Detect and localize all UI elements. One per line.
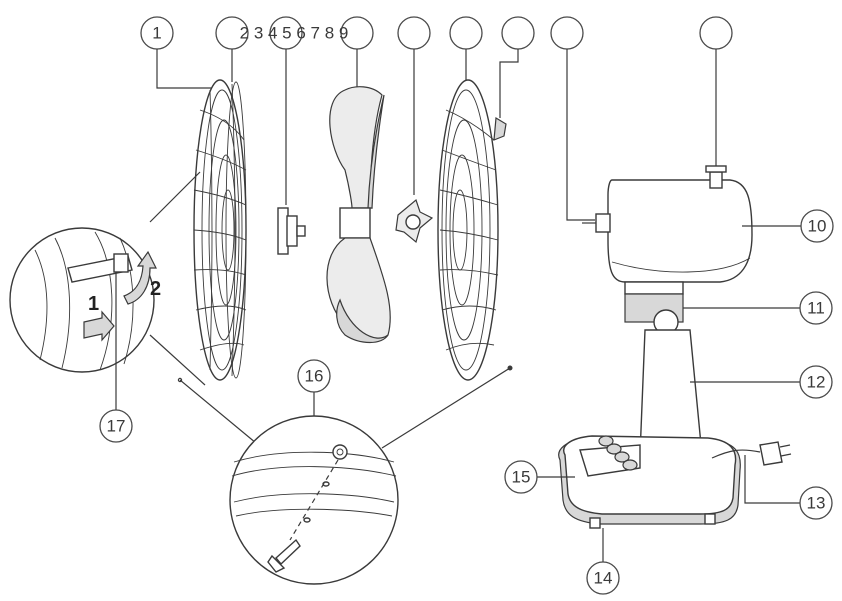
step-1-label: 1 (88, 293, 99, 315)
callout-15: 15 (504, 460, 538, 494)
latch-detail-inset: 1 2 (9, 171, 206, 386)
callout-17-label: 17 (107, 417, 126, 436)
step-2-label: 2 (150, 278, 161, 300)
callout-11-label: 11 (807, 299, 825, 318)
callout-14-label: 14 (594, 569, 613, 588)
callout-12: 12 (799, 365, 833, 399)
front-grille (437, 79, 507, 381)
callout-blank-d (550, 16, 584, 50)
callout-15-label: 15 (512, 468, 531, 487)
callout-13-label: 13 (807, 494, 826, 513)
callout-2-9: 2 3 4 5 6 7 8 9 (215, 16, 374, 50)
callout-16: 16 (297, 359, 331, 393)
callout-10-label: 10 (808, 217, 827, 236)
leader-1 (156, 49, 212, 89)
screw-detail-inset (177, 365, 513, 585)
callout-16-label: 16 (305, 367, 324, 386)
fan-base (558, 435, 741, 529)
callout-12-label: 12 (807, 373, 826, 392)
blade-nut (395, 198, 434, 244)
swivel-joint (624, 281, 684, 335)
spinner-cap (277, 207, 306, 255)
callout-1-label: 1 (152, 24, 161, 43)
callout-13: 13 (799, 486, 833, 520)
leader-13 (744, 455, 800, 504)
leader-d (566, 49, 595, 221)
callout-blank-a (397, 16, 431, 50)
leader-c (499, 49, 519, 118)
speed-buttons (598, 435, 638, 471)
power-cord (711, 441, 792, 466)
callout-14: 14 (586, 561, 620, 595)
callout-blank-b (449, 16, 483, 50)
callout-blank-c (501, 16, 535, 50)
callout-2-9-label: 2 3 4 5 6 7 8 9 (240, 24, 349, 43)
motor-housing (582, 165, 753, 283)
fan-blade (326, 86, 391, 344)
callout-blank-e (699, 16, 733, 50)
callout-10: 10 (800, 209, 834, 243)
callout-1: 1 (140, 16, 174, 50)
rear-grille (193, 79, 247, 381)
callout-11: 11 (799, 291, 833, 325)
callout-17: 17 (99, 409, 133, 443)
